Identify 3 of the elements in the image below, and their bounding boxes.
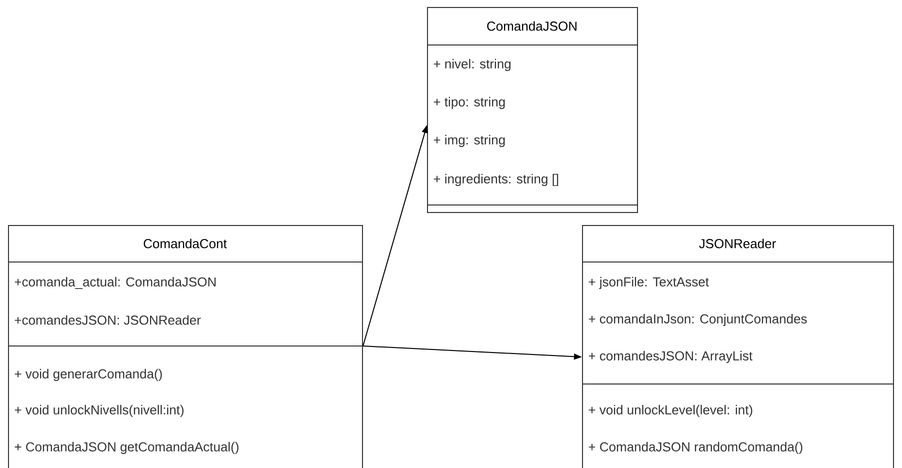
class-box: ComandaCont +comanda_actual: ComandaJSON +comandesJSON: JSONReader + void generarComanda() + void unlockNivells(nivell:int) + ComandaJSON getComandaActual() — [8, 225, 363, 468]
class-box: ComandaJSON + nivel: string + tipo: string + img: string + ingredients: string [] — [426, 7, 638, 213]
class-box: JSONReader + jsonFile: TextAsset + comandaInJson: ConjuntComandes + comandesJSON: ArrayList + void unlockLevel(level: int) + ComandaJSON randomComanda() — [582, 225, 894, 468]
